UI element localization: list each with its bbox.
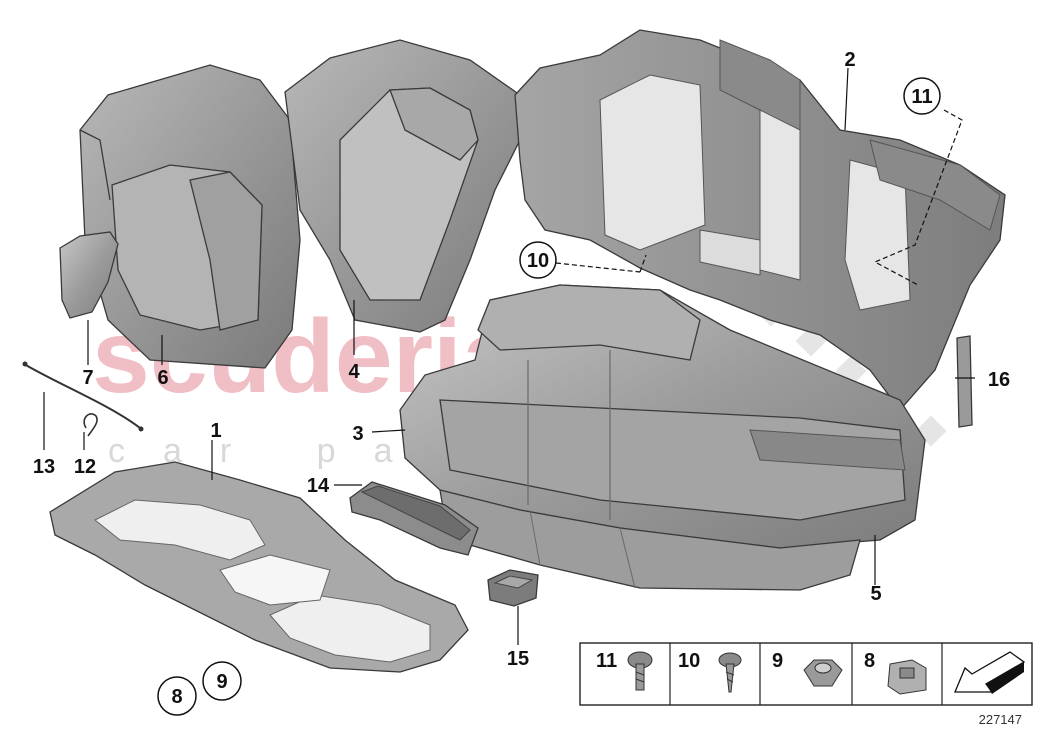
direction-arrow-icon bbox=[954, 651, 1026, 694]
clip-nut-icon bbox=[887, 659, 927, 695]
legend-number: 8 bbox=[864, 650, 875, 672]
callout-12: 12 bbox=[74, 456, 96, 478]
callout-15: 15 bbox=[507, 648, 529, 670]
callout-6: 6 bbox=[157, 367, 168, 389]
callout-7: 7 bbox=[82, 367, 93, 389]
leader-lines bbox=[43, 67, 975, 645]
part-wire bbox=[22, 361, 144, 432]
callout-16: 16 bbox=[988, 369, 1010, 391]
legend-item-11: 11 bbox=[596, 650, 653, 691]
legend-item-8: 8 bbox=[864, 650, 927, 695]
callout-4: 4 bbox=[348, 361, 360, 383]
part-backrest-cover-left bbox=[79, 64, 301, 369]
nut-icon bbox=[803, 659, 843, 687]
callout-9-circled: 9 bbox=[202, 661, 242, 701]
legend-number: 10 bbox=[678, 650, 700, 672]
callout-1: 1 bbox=[210, 420, 221, 442]
callout-3: 3 bbox=[352, 423, 363, 445]
legend-number: 11 bbox=[596, 650, 617, 672]
screw-icon bbox=[718, 652, 742, 693]
callout-11-circled: 11 bbox=[903, 77, 941, 115]
callout-10: 10 bbox=[527, 250, 549, 272]
part-bracket bbox=[349, 481, 479, 556]
part-side-pad bbox=[59, 231, 119, 319]
callout-8-circled: 8 bbox=[157, 676, 197, 716]
torx-bolt-icon bbox=[627, 651, 653, 691]
callouts: 1 2 3 4 5 6 7 12 13 14 15 16 10 11 8 9 bbox=[33, 49, 1010, 716]
callout-5: 5 bbox=[870, 583, 881, 605]
part-trim-strip bbox=[956, 335, 973, 428]
callout-10-circled: 10 bbox=[519, 241, 557, 279]
legend-item-10: 10 bbox=[678, 650, 742, 693]
callout-14: 14 bbox=[307, 475, 330, 497]
part-backrest-cover-middle bbox=[284, 39, 531, 333]
diagram-id: 227147 bbox=[979, 712, 1022, 727]
part-seat-frame bbox=[49, 461, 469, 673]
callout-11: 11 bbox=[911, 86, 932, 108]
part-clip bbox=[487, 569, 539, 607]
callout-8: 8 bbox=[171, 686, 182, 708]
part-spring-clip bbox=[83, 413, 98, 437]
legend-number: 9 bbox=[772, 650, 783, 672]
part-seat-upholstery bbox=[399, 284, 926, 549]
hardware-legend: 11 10 9 8 bbox=[579, 642, 1033, 706]
callout-9: 9 bbox=[216, 671, 227, 693]
legend-item-9: 9 bbox=[772, 650, 843, 687]
callout-13: 13 bbox=[33, 456, 55, 478]
callout-2: 2 bbox=[844, 49, 855, 71]
